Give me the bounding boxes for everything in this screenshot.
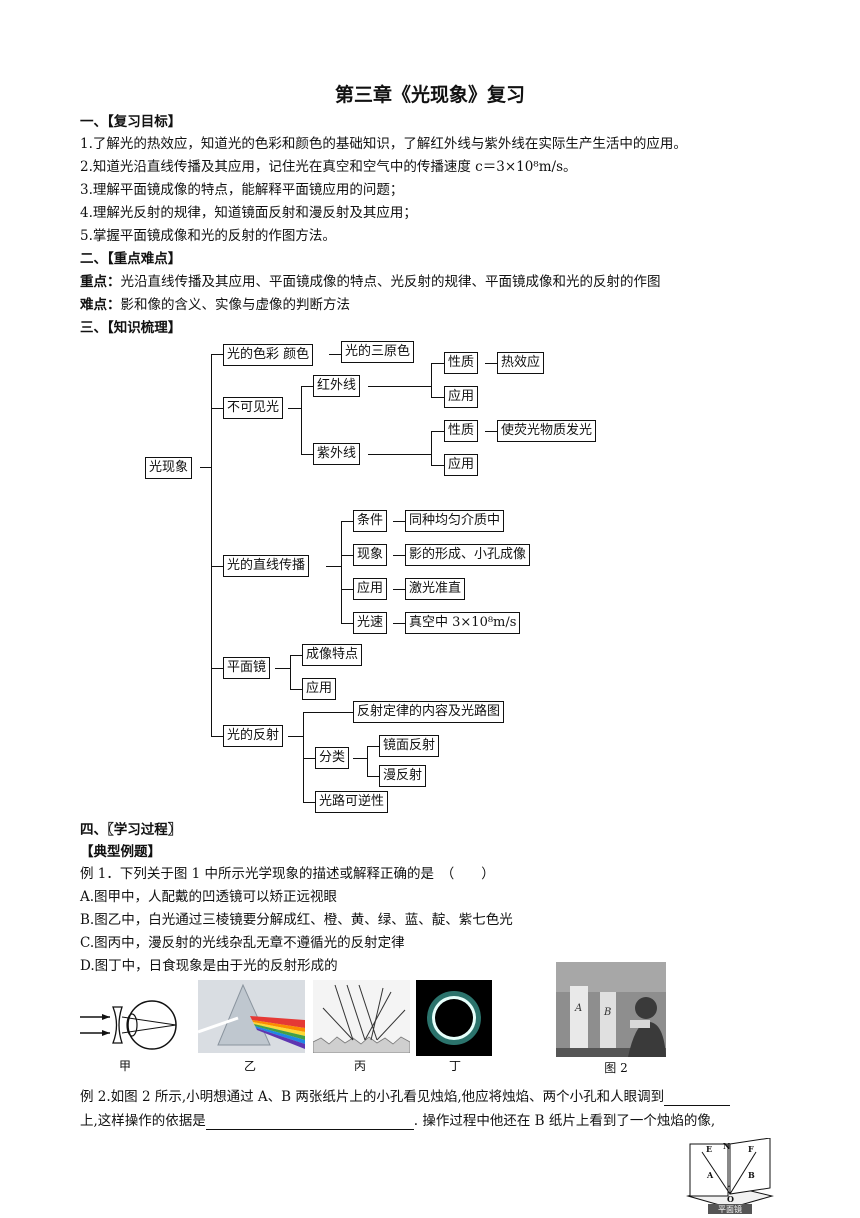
- section-goals-heading: 一、【复习目标】: [80, 114, 182, 130]
- example2-text-part1: 例 2.如图 2 所示,小明想通过 A、B 两张纸片上的小孔看见烛焰,他应将烛焰…: [80, 1089, 665, 1105]
- figure-diffuse-reflection: [312, 980, 411, 1054]
- goal-line: 1.了解光的热效应，知道光的色彩和颜色的基础知识，了解红外线与紫外线在实际生产生…: [80, 136, 687, 152]
- card-label-a: A: [575, 1003, 583, 1014]
- label-a: A: [707, 1170, 714, 1180]
- key-points: 重点：光沿直线传播及其应用、平面镜成像的特点、光反射的规律、平面镜成像和光的反射…: [80, 270, 661, 290]
- map-uv-property: 性质: [444, 420, 479, 442]
- map-app-value: 激光准直: [405, 578, 466, 600]
- map-mirror: 平面镜: [223, 657, 271, 679]
- map-phen: 现象: [353, 544, 388, 566]
- map-ir-property: 性质: [444, 352, 479, 374]
- figure-eclipse: [416, 980, 492, 1056]
- map-reversible: 光路可逆性: [315, 791, 389, 813]
- figure-mirror-reflection: E N F A B O 平面镜: [680, 1137, 780, 1214]
- caption-yi: 乙: [243, 1059, 256, 1073]
- map-classify: 分类: [315, 747, 350, 769]
- map-straight: 光的直线传播: [223, 555, 310, 577]
- example2-text-part3: . 操作过程中他还在 B 纸片上看到了一个烛焰的像,: [413, 1113, 716, 1129]
- goal-line: 2.知道光沿直线传播及其应用，记住光在真空和空气中的传播速度 c＝3×10⁸m/…: [80, 159, 577, 175]
- label-b: B: [748, 1170, 755, 1180]
- key-text: 光沿直线传播及其应用、平面镜成像的特点、光反射的规律、平面镜成像和光的反射的作图: [120, 274, 661, 290]
- section-examples-heading: 【典型例题】: [80, 844, 161, 860]
- caption-figure-2: 图 2: [604, 1061, 628, 1075]
- map-speed-value: 真空中 3×10⁸m/s: [405, 612, 521, 634]
- map-infrared: 红外线: [313, 375, 361, 397]
- goal-line: 4.理解光反射的规律，知道镜面反射和漫反射及其应用；: [80, 205, 417, 221]
- answer-blank-2[interactable]: [205, 1113, 414, 1130]
- figure-2-pinhole-photo: A B: [556, 962, 666, 1057]
- label-o: O: [727, 1194, 734, 1204]
- map-ultraviolet: 紫外线: [313, 443, 361, 465]
- map-law: 反射定律的内容及光路图: [353, 701, 505, 723]
- example2-text-part2: 上,这样操作的依据是: [80, 1113, 206, 1129]
- example1-option-a: A.图甲中，人配戴的凹透镜可以矫正远视眼: [80, 889, 338, 905]
- card-label-b: B: [604, 1007, 612, 1018]
- map-reflection: 光的反射: [223, 725, 284, 747]
- label-n: N: [723, 1141, 731, 1151]
- key-label: 重点：: [80, 274, 121, 290]
- map-speed: 光速: [353, 612, 388, 634]
- example1-question: 例 1．下列关于图 1 中所示光学现象的描述或解释正确的是 （ ）: [80, 866, 495, 882]
- map-root: 光现象: [145, 457, 193, 479]
- map-phen-value: 影的形成、小孔成像: [405, 544, 531, 566]
- label-e: E: [706, 1144, 713, 1154]
- figure-eye-lens: [80, 995, 190, 1055]
- map-three-primary: 光的三原色: [341, 341, 415, 363]
- hard-points: 难点：影和像的含义、实像与虚像的判断方法: [80, 293, 350, 313]
- example1-option-c: C.图丙中，漫反射的光线杂乱无章不遵循光的反射定律: [80, 935, 405, 951]
- map-uv-property-value: 使荧光物质发光: [497, 420, 597, 442]
- map-mirror-use: 应用: [302, 678, 337, 700]
- caption-ding: 丁: [448, 1059, 461, 1073]
- goal-line: 3.理解平面镜成像的特点，能解释平面镜应用的问题；: [80, 182, 404, 198]
- map-app: 应用: [353, 578, 388, 600]
- figure-prism: [197, 980, 305, 1053]
- map-ir-use: 应用: [444, 386, 479, 408]
- map-specular: 镜面反射: [379, 735, 440, 757]
- map-mirror-feature: 成像特点: [302, 644, 363, 666]
- section-key-heading: 二、【重点难点】: [80, 251, 182, 267]
- map-cond: 条件: [353, 510, 388, 532]
- page-title: 第三章《光现象》复习: [334, 84, 525, 106]
- map-invisible: 不可见光: [223, 397, 284, 419]
- example2-line1: 例 2.如图 2 所示,小明想通过 A、B 两张纸片上的小孔看见烛焰,他应将烛焰…: [80, 1085, 731, 1106]
- label-f: F: [748, 1144, 754, 1154]
- map-uv-use: 应用: [444, 454, 479, 476]
- mirror-caption: 平面镜: [718, 1205, 742, 1214]
- hard-text: 影和像的含义、实像与虚像的判断方法: [120, 297, 351, 313]
- example1-option-b: B.图乙中，白光通过三棱镜要分解成红、橙、黄、绿、蓝、靛、紫七色光: [80, 912, 513, 928]
- answer-blank-1[interactable]: [664, 1089, 731, 1106]
- map-diffuse: 漫反射: [379, 765, 427, 787]
- map-ir-property-value: 热效应: [497, 352, 545, 374]
- caption-bing: 丙: [353, 1059, 366, 1073]
- map-color: 光的色彩 颜色: [223, 344, 314, 366]
- map-cond-value: 同种均匀介质中: [405, 510, 505, 532]
- goal-line: 5.掌握平面镜成像和光的反射的作图方法。: [80, 228, 336, 244]
- caption-jia: 甲: [118, 1059, 131, 1073]
- example2-line2: 上,这样操作的依据是 . 操作过程中他还在 B 纸片上看到了一个烛焰的像,: [80, 1109, 715, 1130]
- example1-option-d: D.图丁中，日食现象是由于光的反射形成的: [80, 958, 338, 974]
- hard-label: 难点：: [80, 297, 121, 313]
- section-process-heading: 四、〖学习过程〗: [80, 822, 182, 838]
- section-map-heading: 三、【知识梳理】: [80, 320, 182, 336]
